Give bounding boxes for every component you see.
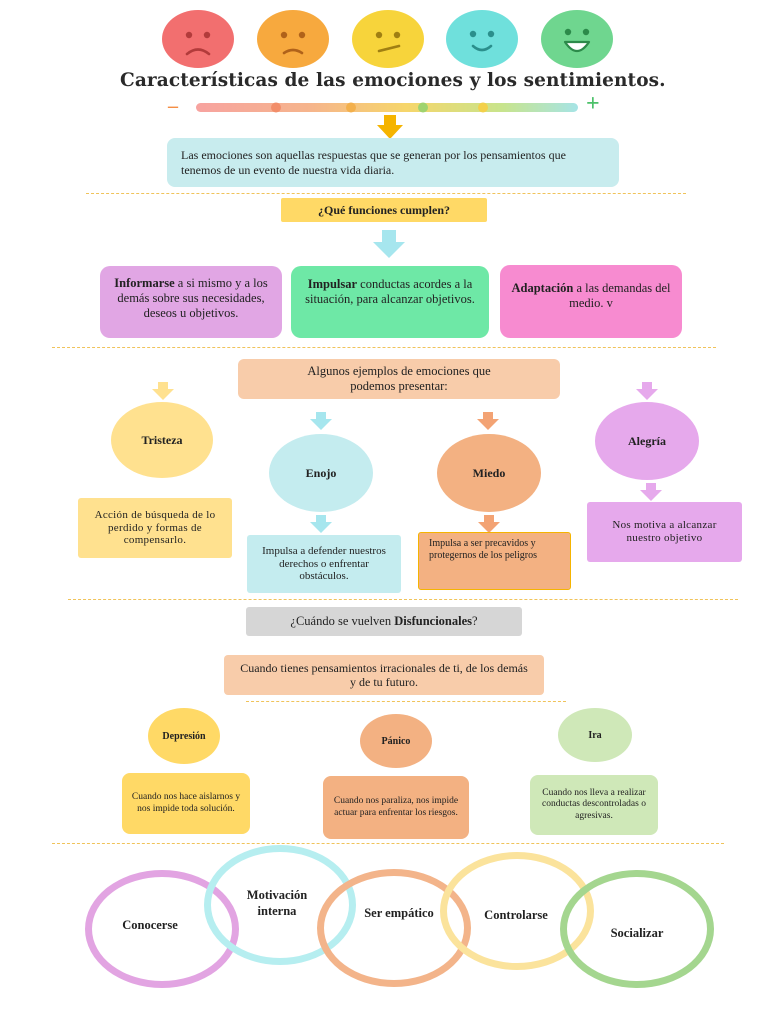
arrow-down-icon	[310, 515, 332, 533]
emotion-circle-alegria: Alegría	[595, 402, 699, 480]
intro-text: Las emociones son aquellas respuestas qu…	[181, 148, 566, 177]
functions-question-box: ¿Qué funciones cumplen?	[281, 198, 487, 222]
skill-label: Controlarse	[484, 908, 548, 922]
emotion-desc-tristeza: Acción de búsqueda de lo perdido y forma…	[78, 498, 232, 558]
emotion-desc-enojo: Impulsa a defender nuestros derechos o e…	[247, 535, 401, 593]
skill-label: Ser empático	[364, 906, 434, 920]
very-sad-face-icon	[162, 10, 234, 68]
dysfunction-desc-panico: Cuando nos paraliza, nos impide actuar p…	[323, 776, 469, 839]
arrow-down-icon	[478, 515, 500, 533]
emotion-name: Enojo	[305, 465, 337, 480]
emotion-name: Alegría	[628, 433, 666, 448]
dysfunction-desc-depresion: Cuando nos hace aislarnos y nos impide t…	[122, 773, 250, 834]
dysfunctional-keyword: Disfuncionales	[394, 614, 473, 629]
skill-label: Conocerse	[122, 918, 178, 932]
function-text: conductas acordes a la situación, para a…	[305, 277, 475, 306]
skill-label: Motivación interna	[246, 888, 308, 918]
arrow-down-icon	[310, 412, 332, 430]
emotion-name: Tristeza	[141, 432, 183, 447]
emotion-scale-bar: – +	[168, 91, 608, 118]
emotion-desc-miedo: Impulsa a ser precavidos y protegernos d…	[418, 532, 571, 590]
emotion-desc-alegria: Nos motiva a alcanzar nuestro objetivo	[587, 502, 742, 562]
minus-sign: –	[168, 95, 178, 117]
function-text: a las demandas del medio. v	[569, 281, 671, 310]
dysfunction-name: Ira	[588, 729, 602, 741]
arrow-down-icon	[636, 382, 658, 400]
dysfunction-name: Depresión	[162, 730, 206, 742]
function-card-adaptacion: Adaptación a las demandas del medio. v	[500, 265, 682, 338]
examples-heading: Algunos ejemplos de emociones que podemo…	[307, 364, 491, 393]
examples-heading-box: Algunos ejemplos de emociones que podemo…	[238, 359, 560, 399]
arrow-down-icon	[373, 230, 405, 258]
skill-label: Socializar	[610, 926, 664, 940]
emotion-name: Miedo	[472, 465, 506, 480]
dysfunction-circle-ira: Ira	[558, 708, 632, 762]
emotion-circle-tristeza: Tristeza	[111, 402, 213, 478]
dysfunction-desc-ira: Cuando nos lleva a realizar conductas de…	[530, 775, 658, 835]
function-text: a si mismo y a los demás sobre sus neces…	[117, 276, 268, 320]
emotion-circle-enojo: Enojo	[269, 434, 373, 512]
function-title: Informarse	[114, 276, 175, 290]
divider	[52, 843, 724, 844]
divider	[52, 347, 716, 348]
happy-face-icon	[541, 10, 613, 68]
arrow-down-icon	[152, 382, 174, 400]
dysfunction-name: Pánico	[381, 735, 411, 747]
divider	[246, 701, 566, 702]
divider	[86, 193, 686, 194]
neutral-face-icon	[352, 10, 424, 68]
dysfunction-circle-panico: Pánico	[360, 714, 432, 768]
dysfunctional-question-box: ¿Cuándo se vuelven Disfuncionales?	[246, 607, 522, 636]
dysfunctional-text-box: Cuando tienes pensamientos irracionales …	[224, 655, 544, 695]
divider	[68, 599, 738, 600]
function-title: Adaptación	[511, 281, 574, 295]
page-title: Características de las emociones y los s…	[120, 70, 666, 91]
dysfunctional-text: Cuando tienes pensamientos irracionales …	[240, 660, 528, 689]
smile-face-icon	[446, 10, 518, 68]
intro-box: Las emociones son aquellas respuestas qu…	[167, 138, 619, 187]
function-title: Impulsar	[307, 277, 358, 291]
arrow-down-icon	[477, 412, 499, 430]
plus-sign: +	[586, 91, 600, 117]
function-card-informarse: Informarse a si mismo y a los demás sobr…	[100, 266, 282, 338]
sad-face-icon	[257, 10, 329, 68]
functions-question: ¿Qué funciones cumplen?	[317, 202, 450, 217]
skill-ring-socializar	[560, 870, 714, 988]
dysfunction-circle-depresion: Depresión	[148, 708, 220, 764]
function-card-impulsar: Impulsar conductas acordes a la situació…	[291, 266, 489, 338]
arrow-down-icon	[377, 115, 403, 139]
arrow-down-icon	[640, 483, 662, 501]
emotion-circle-miedo: Miedo	[437, 434, 541, 512]
